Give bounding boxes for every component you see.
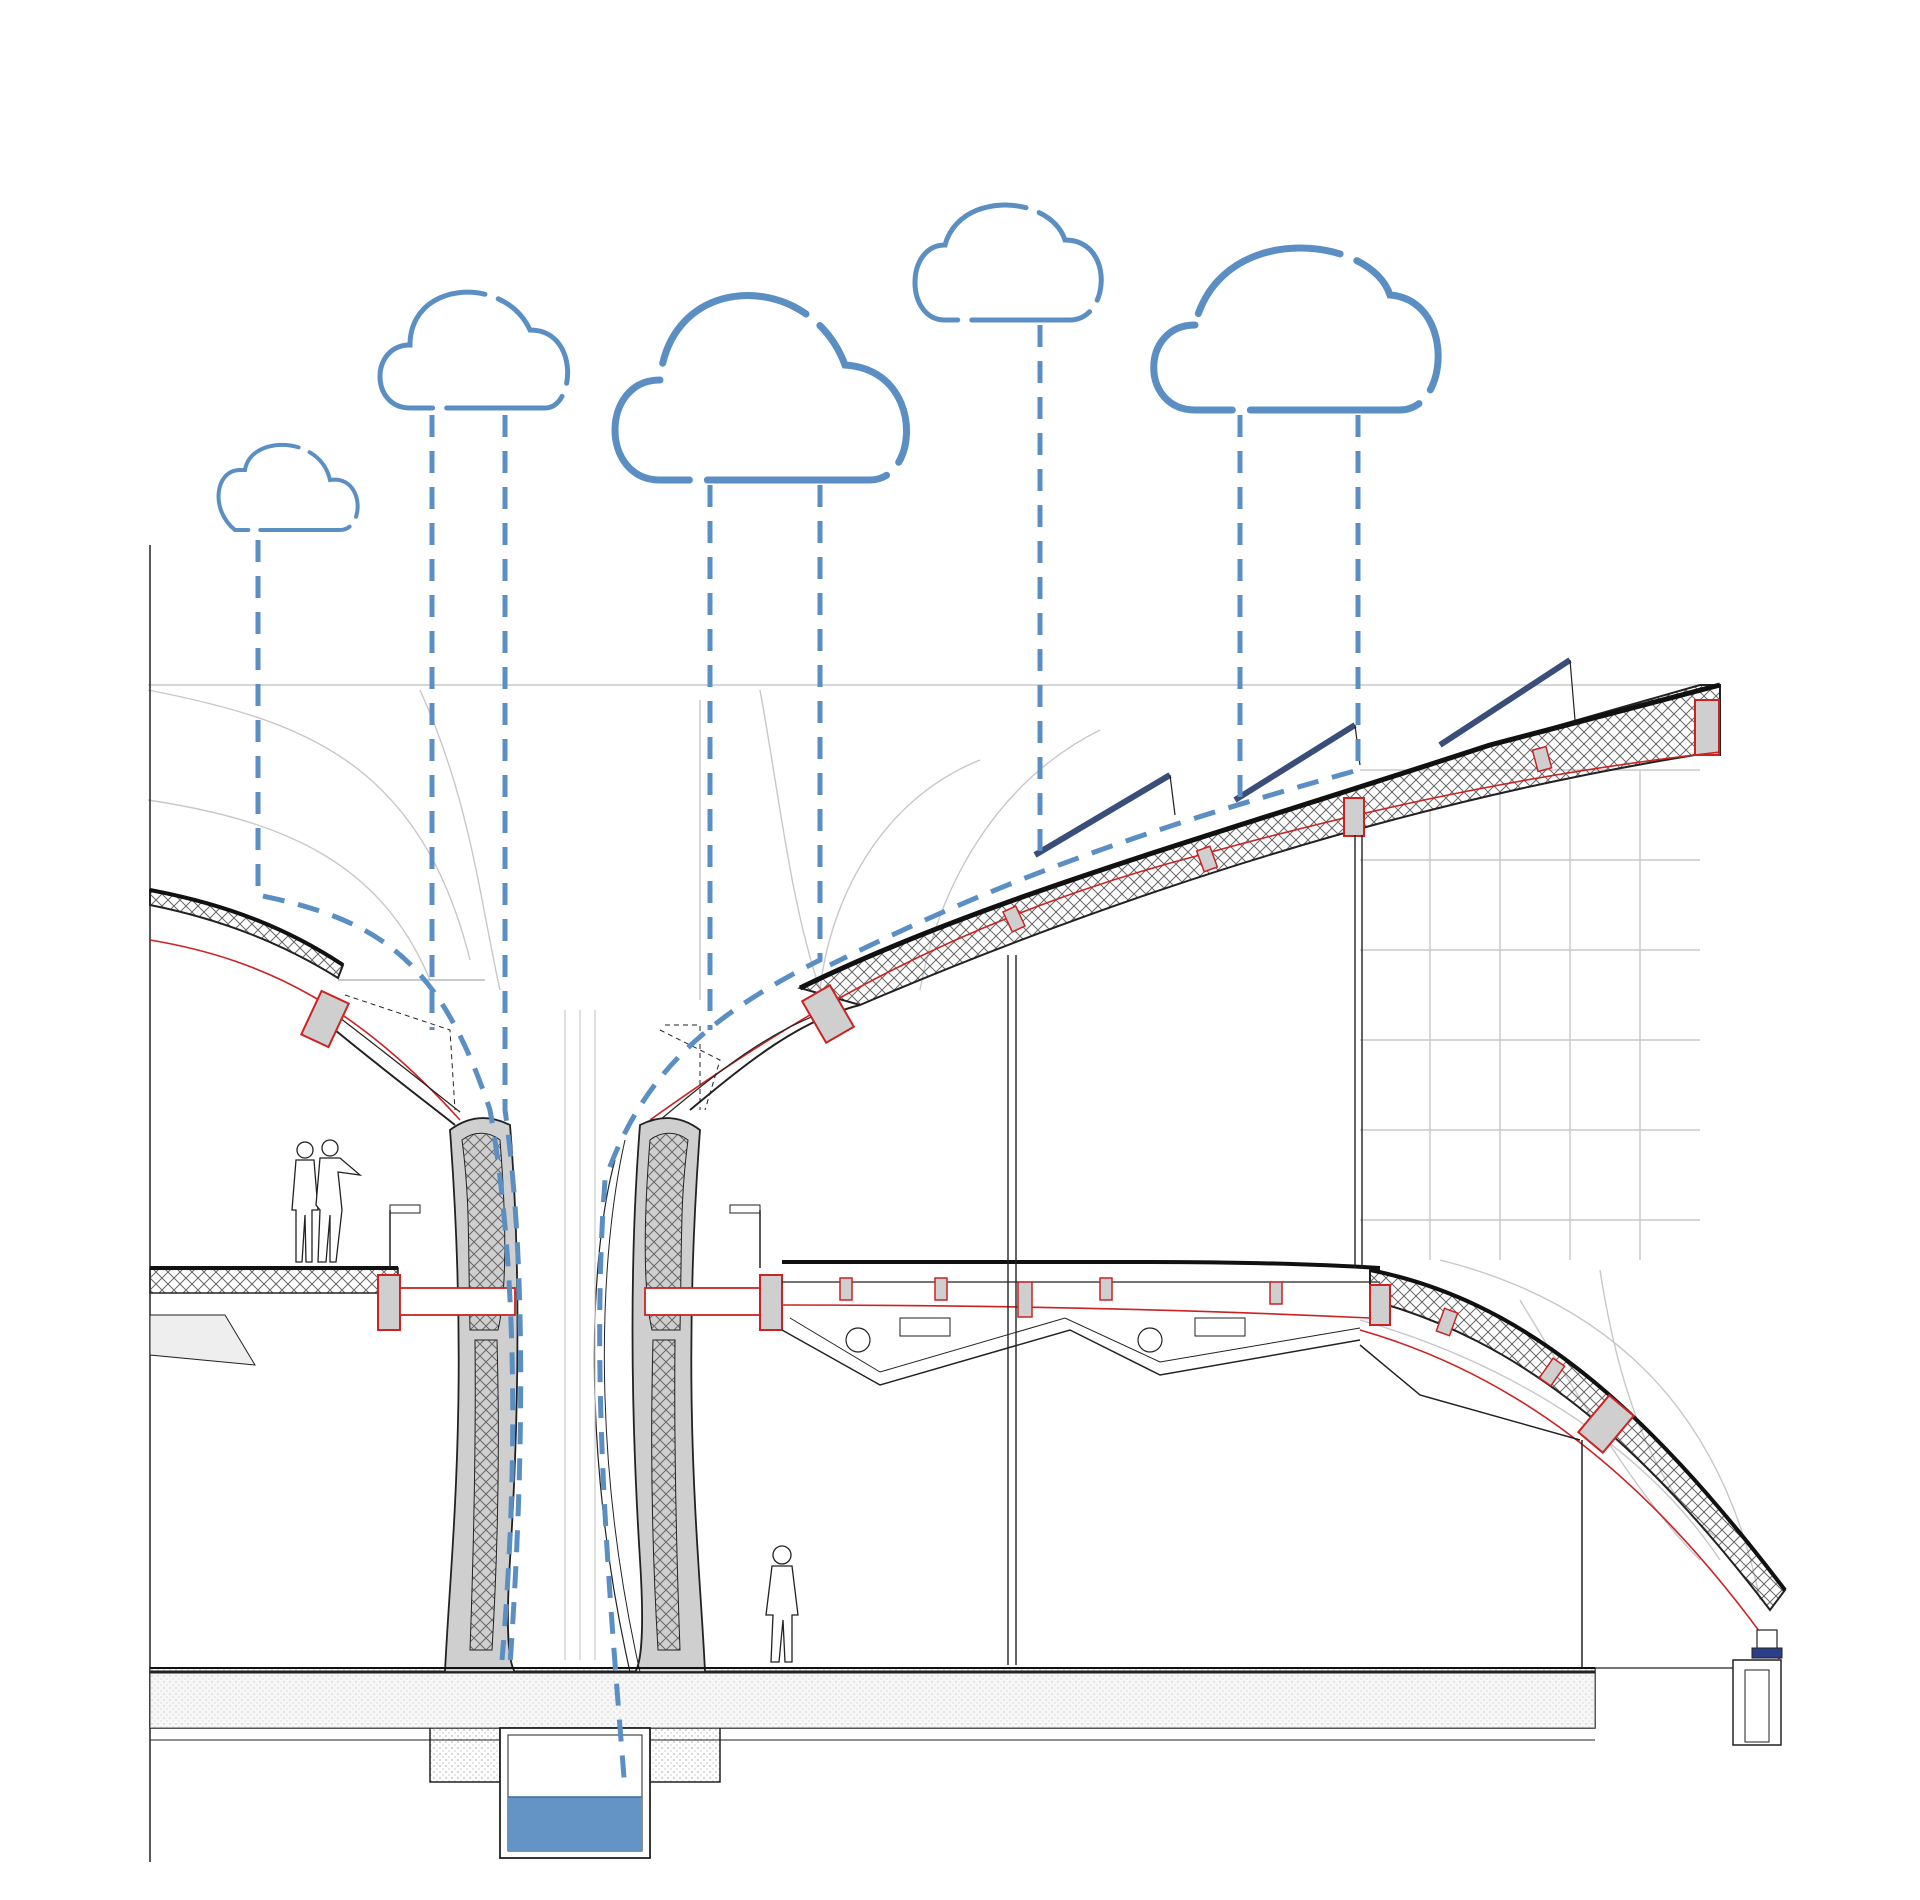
person-figure: [765, 1545, 799, 1663]
upper-floor: [149, 1204, 1381, 1386]
solar-panel: [1438, 657, 1576, 748]
ground-slab: [149, 1659, 1782, 1783]
rainwater-cistern: [499, 1727, 651, 1859]
solar-panel: [1233, 722, 1361, 803]
cloud-3: [611, 292, 910, 484]
rain-path: [828, 415, 1361, 968]
rain-path: [255, 540, 516, 1661]
background-lines: [147, 684, 1761, 1601]
left-roof-shell: [149, 888, 485, 1126]
cloud-2: [377, 289, 571, 411]
clouds: [216, 202, 1442, 532]
people: [291, 1139, 799, 1663]
rain-path: [597, 485, 823, 1791]
person-figure: [291, 1141, 319, 1263]
cloud-4: [912, 202, 1104, 323]
right-lower-shell: [1359, 1268, 1787, 1668]
rain-paths: [255, 325, 1361, 1791]
rain-path: [502, 415, 524, 1666]
columns: [1007, 835, 1363, 1665]
cloud-5: [1150, 244, 1442, 414]
stored-water: [508, 1797, 642, 1851]
cloud-1: [216, 442, 360, 532]
funnel-column: [444, 1010, 706, 1673]
person-figure: [315, 1139, 363, 1263]
solar-panels: [1033, 657, 1576, 858]
right-roof-shell: [649, 682, 1721, 1121]
solar-panel: [1033, 772, 1176, 858]
